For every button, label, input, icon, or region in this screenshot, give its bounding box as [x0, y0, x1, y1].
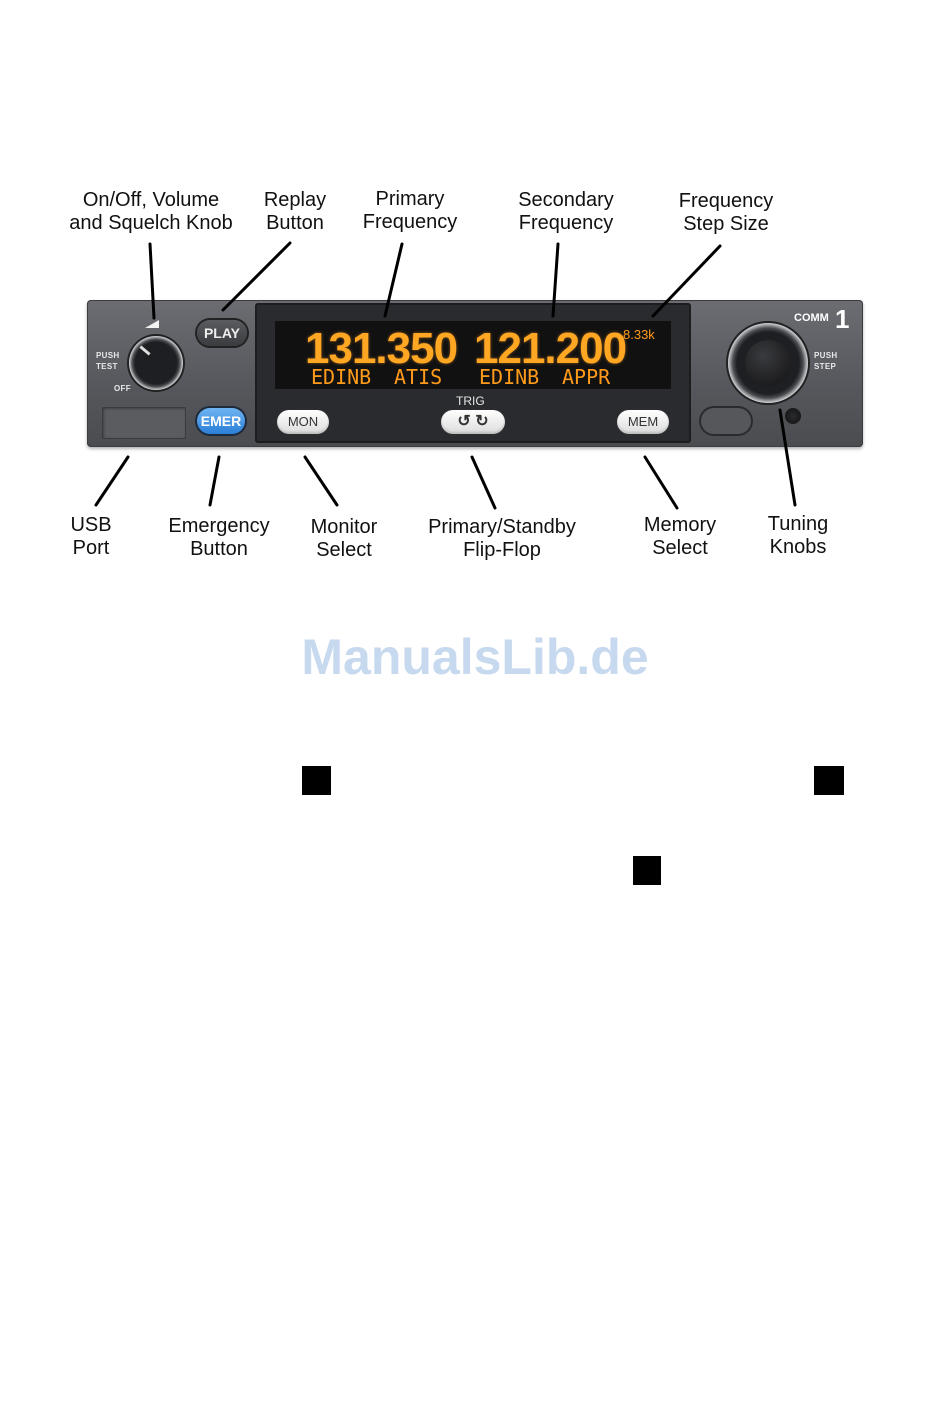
- callout-memory-select: Memory Select: [643, 514, 717, 559]
- callout-secondary-frequency: Secondary Frequency: [518, 189, 614, 234]
- step-size-indicator: 8.33k: [623, 327, 655, 342]
- callout-power-knob: On/Off, Volume and Squelch Knob: [69, 189, 233, 234]
- light-sensor: [785, 408, 801, 424]
- leader-emergency: [208, 455, 221, 507]
- off-label: OFF: [114, 384, 131, 393]
- primary-station: EDINB: [311, 365, 372, 389]
- callout-step-size: Frequency Step Size: [678, 190, 774, 235]
- play-button[interactable]: PLAY: [197, 320, 247, 346]
- triangle-icon: [145, 320, 159, 328]
- trig-label: TRIG: [456, 394, 485, 408]
- watermark: ManualsLib.de: [301, 629, 649, 685]
- flip-flop-button[interactable]: ↺ ↻: [441, 410, 505, 434]
- black-square-marker: [302, 766, 331, 795]
- lcd-display: 131.350 121.200 8.33k EDINB ATIS EDINB A…: [275, 321, 671, 389]
- callout-primary-frequency: Primary Frequency: [362, 188, 458, 233]
- usb-port[interactable]: [102, 407, 186, 439]
- tuning-knob-inner[interactable]: [745, 340, 791, 386]
- primary-frequency: 131.350: [305, 324, 458, 373]
- standby-service: APPR: [562, 365, 611, 389]
- callout-tuning-knobs: Tuning Knobs: [767, 513, 829, 558]
- callout-monitor-select: Monitor Select: [310, 516, 378, 561]
- comm-label: COMM: [794, 312, 829, 324]
- knob-pointer-icon: [139, 345, 151, 356]
- volume-squelch-knob[interactable]: [129, 336, 183, 390]
- mon-button[interactable]: MON: [277, 410, 329, 434]
- black-square-marker: [814, 766, 844, 795]
- display-panel: 131.350 121.200 8.33k EDINB ATIS EDINB A…: [255, 303, 691, 443]
- standby-frequency: 121.200: [474, 324, 627, 373]
- standby-station: EDINB: [479, 365, 540, 389]
- black-square-marker: [633, 856, 661, 885]
- callout-replay-button: Replay Button: [263, 189, 327, 234]
- leader-usb: [94, 455, 130, 507]
- callout-flip-flop: Primary/Standby Flip-Flop: [428, 516, 576, 561]
- tuning-knob-outer[interactable]: [728, 323, 808, 403]
- callout-usb-port: USB Port: [70, 514, 112, 559]
- push-step-label: PUSH STEP: [814, 351, 838, 371]
- emer-button[interactable]: EMER: [197, 408, 245, 434]
- mem-button[interactable]: MEM: [617, 410, 669, 434]
- leader-memory: [643, 455, 679, 510]
- push-test-label: PUSH TEST: [96, 351, 120, 371]
- leader-flip-flop: [470, 455, 497, 510]
- callout-emergency-button: Emergency Button: [168, 515, 270, 560]
- unlabeled-button[interactable]: [701, 408, 751, 434]
- comm-number: 1: [835, 304, 850, 334]
- comm-radio-unit: PUSH TEST OFF PLAY EMER 131.350 121.200 …: [87, 300, 863, 447]
- primary-service: ATIS: [394, 365, 443, 389]
- leader-monitor: [303, 455, 339, 507]
